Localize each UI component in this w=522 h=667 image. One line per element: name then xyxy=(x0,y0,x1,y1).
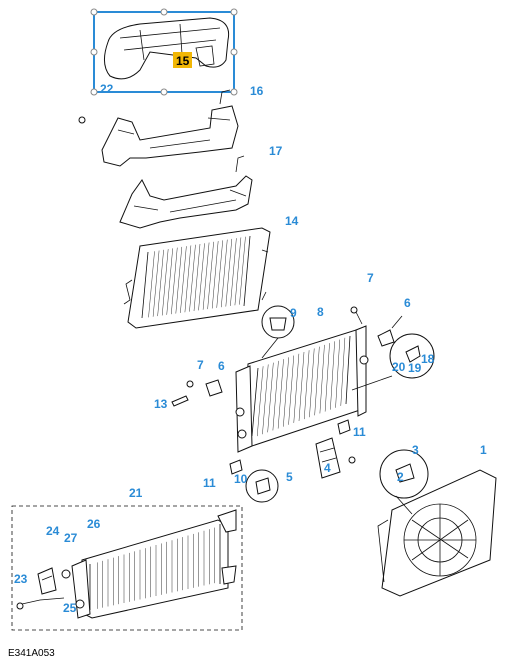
core-fin-line xyxy=(303,350,310,420)
core-fin-line xyxy=(198,243,205,311)
callout-26[interactable]: 26 xyxy=(87,517,101,531)
core-fin-line xyxy=(184,245,192,313)
part-18-19-20-hose-fitting[interactable] xyxy=(351,333,435,391)
callout-2[interactable]: 2 xyxy=(397,470,404,484)
core-fin-line xyxy=(283,357,289,427)
core-fin-line xyxy=(189,244,196,312)
core-fin-line xyxy=(152,250,160,317)
callout-23[interactable]: 23 xyxy=(14,572,28,586)
core-fin-line xyxy=(277,359,284,429)
part-17-lower-bracket[interactable] xyxy=(119,155,253,229)
core-fin-line xyxy=(324,343,330,412)
callout-5[interactable]: 5 xyxy=(286,470,293,484)
callout-18[interactable]: 18 xyxy=(421,352,435,366)
core-fin-line xyxy=(314,346,320,416)
part-1-fan-shroud[interactable] xyxy=(377,469,497,597)
core-fin-line xyxy=(171,247,178,315)
callout-15-highlight xyxy=(173,52,192,68)
callout-4[interactable]: 4 xyxy=(324,461,331,475)
part-2-3-fan-connector[interactable] xyxy=(379,449,429,515)
core-fin-line xyxy=(272,360,279,431)
callout-24[interactable]: 24 xyxy=(46,524,60,538)
core-fin-line xyxy=(256,366,264,437)
part-23-hose[interactable] xyxy=(16,597,65,610)
core-fin-line xyxy=(230,238,237,306)
part-7-bolt-upper[interactable] xyxy=(350,306,363,325)
part-8-radiator[interactable] xyxy=(235,325,369,453)
callout-9[interactable]: 9 xyxy=(290,306,297,320)
callout-3[interactable]: 3 xyxy=(412,443,419,457)
core-fin-line xyxy=(239,236,246,305)
callout-10[interactable]: 10 xyxy=(234,472,248,486)
part-9-cap[interactable] xyxy=(261,305,295,359)
callout-14[interactable]: 14 xyxy=(285,214,299,228)
core-fin-line xyxy=(221,239,228,308)
callout-8[interactable]: 8 xyxy=(317,305,324,319)
core-fin-line xyxy=(157,249,164,317)
core-fin-line xyxy=(207,241,214,310)
core-fin-line xyxy=(234,237,242,306)
core-fin-line xyxy=(166,248,173,315)
callout-19[interactable]: 19 xyxy=(408,361,422,375)
core-fin-line xyxy=(202,242,210,310)
part-10-drain-plug[interactable] xyxy=(245,469,279,503)
core-fin-line xyxy=(161,249,169,316)
part-11-mount-left[interactable] xyxy=(229,459,243,475)
callout-7-lower[interactable]: 7 xyxy=(197,358,204,372)
callout-21[interactable]: 21 xyxy=(129,486,143,500)
part-6-mount-upper[interactable] xyxy=(377,315,403,347)
part-13-bolt[interactable] xyxy=(171,395,189,407)
core-fin-line xyxy=(225,238,233,307)
core-fin-line xyxy=(298,351,305,422)
part-15-air-deflector[interactable] xyxy=(104,17,230,80)
core-fin-line xyxy=(262,364,269,435)
part-26-cooler[interactable] xyxy=(71,509,237,619)
callout-20[interactable]: 20 xyxy=(392,360,406,374)
callout-16[interactable]: 16 xyxy=(250,84,264,98)
core-fin-line xyxy=(180,246,187,313)
callout-17[interactable]: 17 xyxy=(269,144,283,158)
callout-11-right[interactable]: 11 xyxy=(353,425,366,439)
core-fin-line xyxy=(293,353,300,423)
part-11-mount-right[interactable] xyxy=(337,419,351,435)
core-fin-line xyxy=(319,344,325,414)
selection-frame xyxy=(90,8,238,96)
callout-13[interactable]: 13 xyxy=(154,397,168,411)
part-27-fitting[interactable] xyxy=(61,569,71,579)
core-fin-line xyxy=(193,243,201,312)
core-fin-line xyxy=(216,240,223,308)
core-fin-line xyxy=(148,251,155,318)
part-24-bracket[interactable] xyxy=(37,567,57,595)
callout-1[interactable]: 1 xyxy=(480,443,487,457)
core-fin-line xyxy=(288,355,295,425)
part-16-bracket[interactable] xyxy=(78,89,239,167)
callout-7-upper[interactable]: 7 xyxy=(367,271,374,285)
core-fin-line xyxy=(309,348,315,418)
part-6-mount-lower[interactable] xyxy=(205,379,223,397)
part-4-5-shroud-bracket[interactable] xyxy=(315,437,356,479)
core-fin-line xyxy=(335,339,341,408)
part-21-group-box xyxy=(11,505,243,631)
callout-6-upper[interactable]: 6 xyxy=(404,296,411,310)
callout-27[interactable]: 27 xyxy=(64,531,78,545)
part-25-clip[interactable] xyxy=(75,599,85,609)
part-14-condenser[interactable] xyxy=(123,227,271,329)
callout-6-lower[interactable]: 6 xyxy=(218,359,225,373)
core-fin-line xyxy=(211,241,219,309)
core-fin-line xyxy=(267,362,274,433)
callout-25[interactable]: 25 xyxy=(63,601,77,615)
callout-15[interactable]: 15 xyxy=(176,54,190,68)
callout-11-left[interactable]: 11 xyxy=(203,476,216,490)
core-fin-line xyxy=(175,246,183,314)
core-fin-line xyxy=(330,341,335,410)
callout-22[interactable]: 22 xyxy=(100,82,114,96)
part-7-bolt-lower[interactable] xyxy=(186,380,194,388)
core-fin-line xyxy=(340,337,346,406)
figure-reference-code: E341A053 xyxy=(8,648,55,659)
